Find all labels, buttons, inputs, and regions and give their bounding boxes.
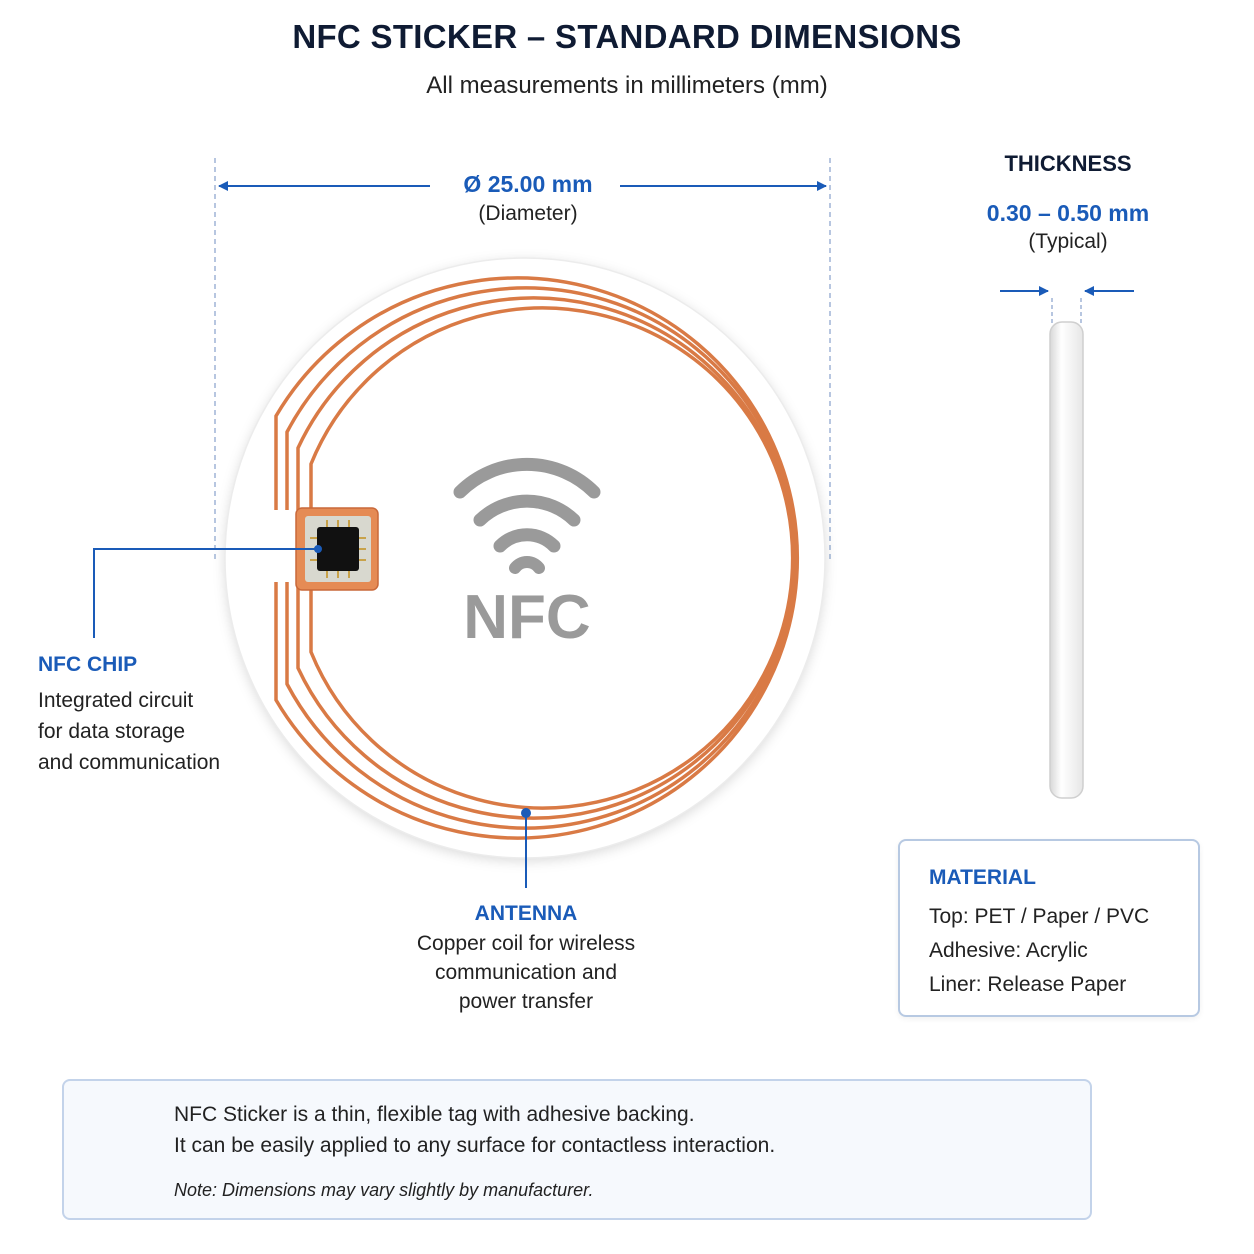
info-panel: NFC Sticker is a thin, flexible tag with… bbox=[62, 1079, 1092, 1220]
info-line-2: It can be easily applied to any surface … bbox=[174, 1134, 776, 1157]
page-subtitle: All measurements in millimeters (mm) bbox=[426, 72, 828, 99]
material-line-2: Adhesive: Acrylic bbox=[929, 939, 1088, 962]
chip-callout-line-3: and communication bbox=[38, 751, 221, 774]
nfc-sticker: NFC bbox=[224, 257, 826, 859]
antenna-callout: ANTENNA Copper coil for wireless communi… bbox=[376, 902, 676, 1016]
material-line-3: Liner: Release Paper bbox=[929, 973, 1127, 996]
antenna-callout-line-1: Copper coil for wireless bbox=[416, 932, 636, 955]
material-line-1: Top: PET / Paper / PVC bbox=[929, 905, 1150, 928]
thickness-side-view bbox=[1000, 286, 1134, 799]
antenna-callout-title: ANTENNA bbox=[474, 902, 578, 925]
material-panel: MATERIAL Top: PET / Paper / PVC Adhesive… bbox=[898, 839, 1200, 1017]
antenna-callout-line-3: power transfer bbox=[458, 990, 594, 1013]
diameter-dimension bbox=[214, 158, 831, 560]
thickness-note: (Typical) bbox=[1028, 230, 1108, 253]
nfc-logo-text: NFC bbox=[463, 583, 590, 652]
antenna-leader bbox=[521, 808, 531, 888]
thickness-title: THICKNESS bbox=[1004, 151, 1132, 176]
antenna-callout-line-2: communication and bbox=[434, 961, 618, 984]
wifi-signal-icon bbox=[453, 457, 601, 574]
diameter-note: (Diameter) bbox=[478, 202, 578, 225]
page-title: NFC STICKER – STANDARD DIMENSIONS bbox=[292, 18, 962, 55]
thickness-value: 0.30 – 0.50 mm bbox=[986, 200, 1150, 226]
chip-callout-title: NFC CHIP bbox=[38, 653, 138, 676]
info-note: Note: Dimensions may vary slightly by ma… bbox=[174, 1180, 594, 1200]
chip-leader bbox=[93, 545, 322, 638]
sticker-edge bbox=[1049, 321, 1084, 799]
chip-callout-line-2: for data storage bbox=[38, 720, 186, 743]
material-title: MATERIAL bbox=[929, 866, 1036, 889]
chip-callout: NFC CHIP Integrated circuit for data sto… bbox=[38, 653, 278, 778]
chip-callout-line-1: Integrated circuit bbox=[38, 689, 194, 712]
antenna-coil bbox=[274, 276, 799, 840]
nfc-chip bbox=[295, 507, 379, 591]
info-line-1: NFC Sticker is a thin, flexible tag with… bbox=[174, 1103, 695, 1126]
diameter-value: Ø 25.00 mm bbox=[463, 171, 593, 197]
